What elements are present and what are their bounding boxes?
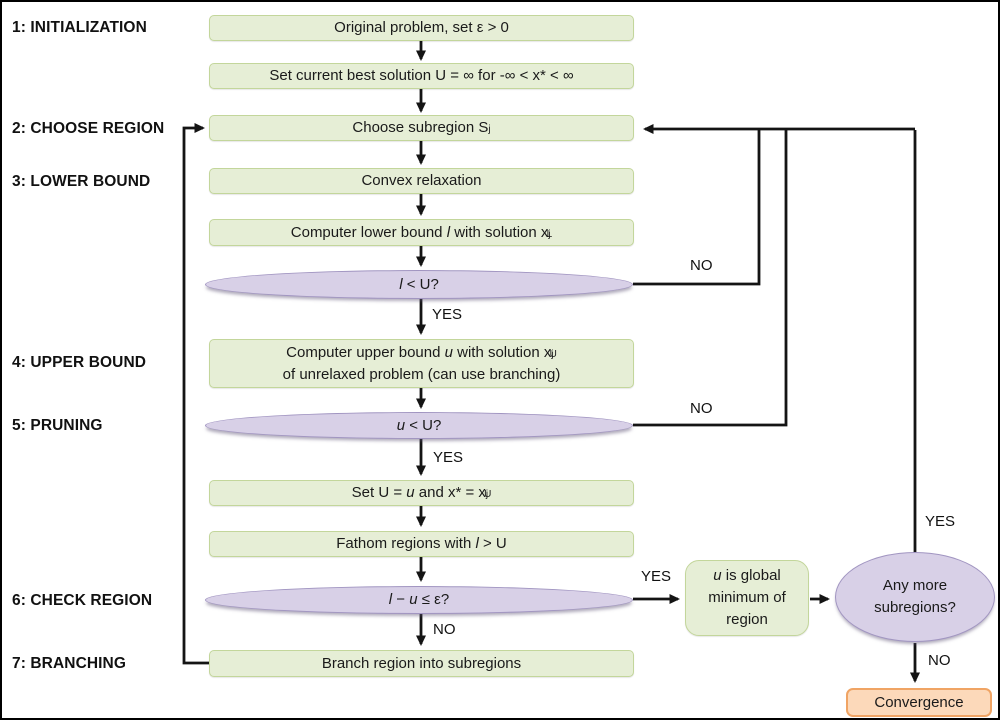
node-choose-subregion: Choose subregion Sj	[209, 115, 634, 141]
stage-label-initialization: 1: INITIALIZATION	[12, 19, 147, 36]
node-set-u: Set U = u and x* = xjU	[209, 480, 634, 506]
decision-u-less-than-u-label: u < U?	[396, 416, 442, 434]
edge-label-pruning-yes: YES	[433, 449, 464, 466]
decision-l-less-than-u: l < U?	[205, 270, 633, 299]
node-original-problem-label: Original problem, set ε > 0	[334, 19, 509, 37]
decision-l-less-than-u-label: l < U?	[399, 275, 439, 293]
node-fathom-regions: Fathom regions with l > U	[209, 531, 634, 557]
node-branch-region: Branch region into subregions	[209, 650, 634, 677]
edge-label-more-yes: YES	[925, 513, 956, 530]
node-global-minimum: u is global minimum of region	[685, 560, 809, 636]
decision-any-more-subregions-label: Any more subregions?	[874, 577, 956, 616]
stage-label-choose-region: 2: CHOOSE REGION	[12, 120, 165, 137]
node-convergence-label: Convergence	[874, 693, 964, 711]
node-convex-relaxation-label: Convex relaxation	[361, 172, 482, 190]
node-compute-lower-bound-label: Computer lower bound l with solution xjL	[290, 223, 553, 241]
node-choose-subregion-label: Choose subregion Sj	[352, 119, 491, 137]
edge-label-check-no: NO	[433, 621, 456, 638]
node-set-best-solution-label: Set current best solution U = ∞ for -∞ <…	[269, 67, 574, 85]
stage-label-branching: 7: BRANCHING	[12, 655, 127, 672]
decision-check-epsilon-label: l − u ≤ ε?	[388, 591, 450, 609]
node-global-minimum-label: u is global minimum of region	[708, 567, 786, 628]
node-original-problem: Original problem, set ε > 0	[209, 15, 634, 41]
edge-label-more-no: NO	[928, 652, 951, 669]
node-fathom-regions-label: Fathom regions with l > U	[336, 535, 507, 553]
node-branch-region-label: Branch region into subregions	[321, 654, 522, 672]
edge-label-lower-yes: YES	[432, 306, 463, 323]
node-convergence: Convergence	[846, 688, 992, 717]
node-convex-relaxation: Convex relaxation	[209, 168, 634, 194]
node-compute-upper-bound: Computer upper bound u with solution xjU…	[209, 339, 634, 388]
node-set-u-label: Set U = u and x* = xjU	[351, 484, 492, 502]
edge-label-pruning-no: NO	[690, 400, 713, 417]
node-compute-upper-bound-label: Computer upper bound u with solution xjU…	[282, 343, 561, 383]
node-set-best-solution: Set current best solution U = ∞ for -∞ <…	[209, 63, 634, 89]
stage-label-pruning: 5: PRUNING	[12, 417, 103, 434]
edge-label-lower-no: NO	[690, 257, 713, 274]
node-compute-lower-bound: Computer lower bound l with solution xjL	[209, 219, 634, 246]
decision-u-less-than-u: u < U?	[205, 412, 633, 439]
decision-any-more-subregions: Any more subregions?	[835, 552, 995, 642]
decision-check-epsilon: l − u ≤ ε?	[205, 586, 633, 614]
stage-label-upper-bound: 4: UPPER BOUND	[12, 354, 147, 371]
edge-label-check-yes: YES	[641, 568, 672, 585]
stage-label-lower-bound: 3: LOWER BOUND	[12, 173, 151, 190]
stage-label-check-region: 6: CHECK REGION	[12, 592, 153, 609]
